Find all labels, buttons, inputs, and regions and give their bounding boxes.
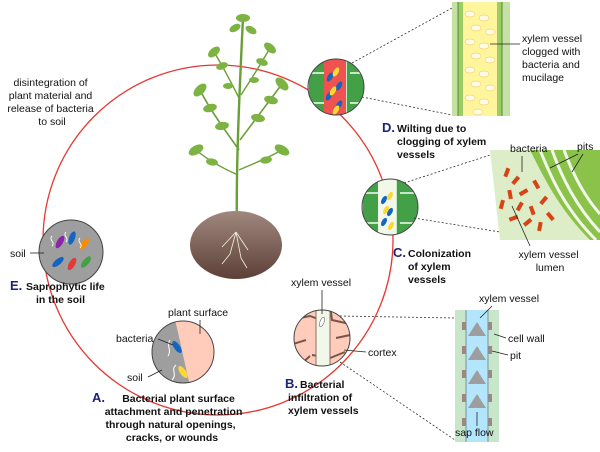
pointer-bacteria-a	[157, 338, 174, 346]
zoom-line-c-bottom	[413, 217, 501, 233]
zoom-line-c-top	[403, 154, 491, 184]
bacteria-a-label: bacteria	[116, 333, 154, 345]
tomato-plant-illustration	[188, 14, 290, 233]
stage-d-caption: Wilting due to clogging of xylem vessels	[397, 123, 489, 161]
pointer-cortex	[343, 349, 367, 353]
soil-root-ball	[190, 211, 282, 279]
stage-b-caption: Bacterial infiltration of xylem vessels	[288, 379, 359, 417]
xylem-pit-panel	[455, 310, 499, 442]
clogged-xylem-label: xylem vessel clogged with bacteria and m…	[522, 33, 585, 84]
disintegration-text: disintegration of plant material and rel…	[7, 77, 96, 128]
pointer-soil-a	[147, 369, 163, 378]
pointer-pit	[491, 350, 509, 356]
stage-c-letter: C.	[393, 245, 406, 260]
cortex-label: cortex	[368, 347, 397, 359]
pointer-xylem-b2	[479, 305, 493, 319]
colonized-xylem-panel	[490, 149, 600, 242]
stage-b-letter: B.	[285, 376, 298, 391]
xylem-vessel-b2-label: xylem vessel	[479, 293, 539, 305]
stage-e-letter: E.	[10, 278, 22, 293]
pointer-pits-1	[549, 153, 579, 169]
sap-flow-label: sap flow	[455, 427, 494, 439]
zoom-line-d-bottom	[361, 96, 453, 116]
stage-a-circle	[151, 320, 215, 384]
clogged-xylem-panel	[452, 2, 510, 116]
pits-c-label: pits	[577, 141, 593, 153]
zoom-line-b-top	[339, 315, 456, 319]
stage-d-letter: D.	[382, 120, 395, 135]
pointer-lumen	[511, 205, 531, 247]
cell-wall-label: cell wall	[508, 333, 545, 345]
plant-surface-label: plant surface	[168, 307, 228, 319]
stage-c-circle	[361, 178, 419, 236]
pit-label: pit	[510, 350, 521, 362]
bacteria-c-label: bacteria	[510, 143, 548, 155]
stage-d-circle	[307, 58, 365, 116]
stage-e-caption: Saprophytic life in the soil	[26, 281, 108, 306]
pointer-pits-2	[571, 153, 584, 173]
stage-b-circle	[293, 309, 351, 367]
stage-a-letter: A.	[92, 390, 105, 405]
xylem-vessel-b-label: xylem vessel	[291, 277, 351, 289]
stage-e-circle	[38, 219, 104, 285]
soil-e-label: soil	[10, 248, 26, 260]
zoom-line-d-top	[351, 7, 453, 64]
stage-c-caption: Colonization of xylem vessels	[408, 248, 474, 286]
stage-a-caption: Bacterial plant surface attachment and p…	[105, 393, 246, 444]
pointer-cell-wall	[493, 333, 507, 339]
xylem-lumen-label: xylem vessel lumen	[518, 249, 581, 274]
zoom-line-b-bottom	[339, 361, 456, 441]
soil-a-label: soil	[127, 372, 143, 384]
